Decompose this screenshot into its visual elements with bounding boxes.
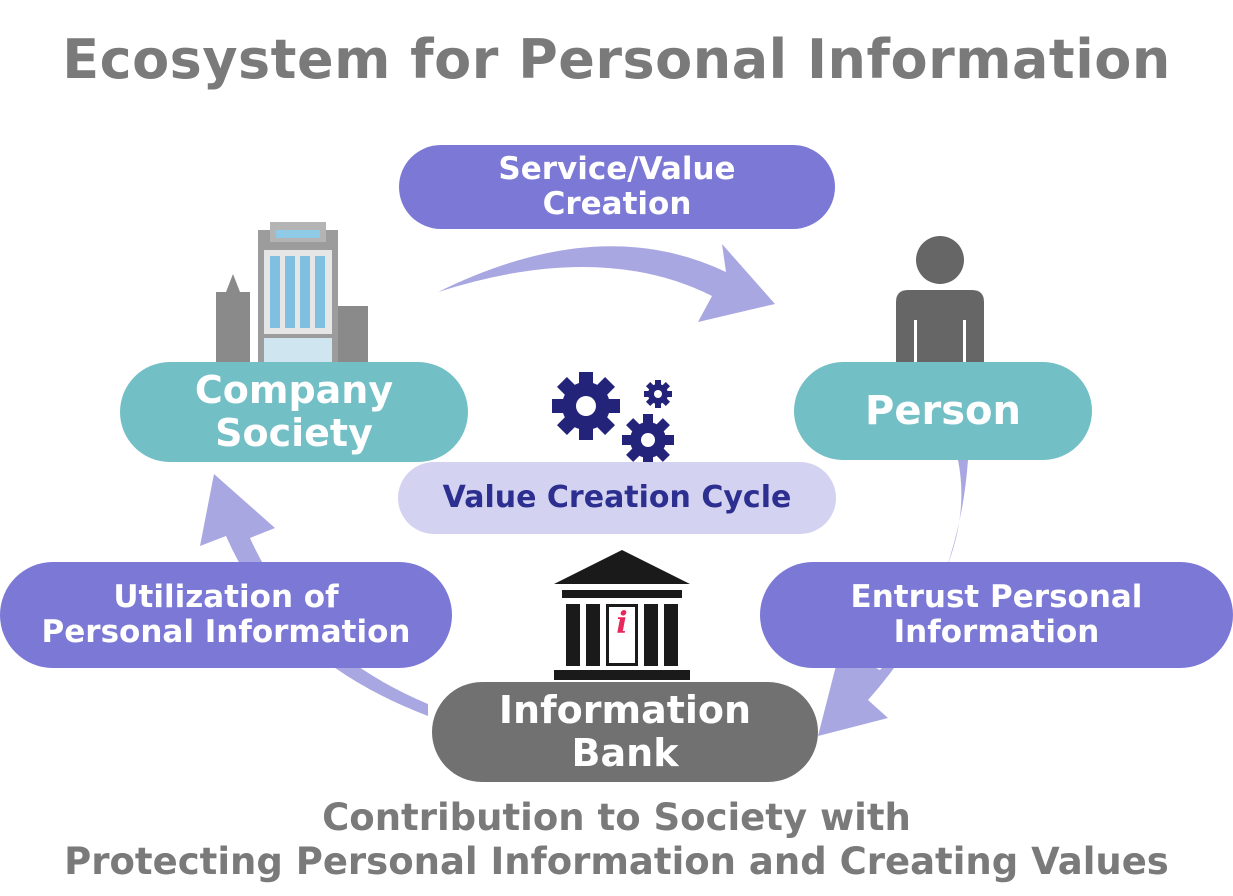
gears-icon	[552, 372, 674, 466]
information-bank-node: Information Bank	[432, 682, 818, 782]
entrust-personal-information-pill: Entrust Personal Information	[760, 562, 1233, 668]
bank-building-icon	[554, 550, 690, 680]
footer-caption: Contribution to Society with Protecting …	[0, 796, 1233, 885]
arrow-utilization-to-company	[200, 474, 428, 716]
center-label: Value Creation Cycle	[442, 480, 792, 516]
service-line1: Service/Value	[498, 151, 736, 188]
person-node: Person	[794, 362, 1092, 460]
bank-line2: Bank	[571, 731, 679, 775]
company-line2: Society	[215, 411, 373, 455]
company-line1: Company	[194, 368, 394, 413]
utilization-line1: Utilization of	[113, 579, 339, 616]
entrust-line1: Entrust Personal	[850, 579, 1143, 616]
service-line2: Creation	[542, 186, 692, 222]
value-creation-cycle-pill: Value Creation Cycle	[398, 462, 836, 534]
bank-icon-letter: i	[616, 606, 628, 641]
page-title: Ecosystem for Personal Information	[62, 28, 1171, 91]
arrow-service-to-person	[438, 244, 775, 322]
entrust-line2: Information	[893, 614, 1100, 650]
person-label: Person	[865, 387, 1021, 434]
service-value-creation-pill: Service/Value Creation	[399, 145, 835, 229]
company-society-node: Company Society	[120, 362, 468, 462]
building-icon	[216, 222, 368, 364]
utilization-line2: Personal Information	[41, 614, 411, 650]
person-icon	[896, 236, 984, 364]
footer-line1: Contribution to Society with	[322, 796, 911, 839]
utilization-personal-information-pill: Utilization of Personal Information	[0, 562, 452, 668]
footer-line2: Protecting Personal Information and Crea…	[64, 840, 1169, 884]
bank-line1: Information	[498, 688, 752, 733]
